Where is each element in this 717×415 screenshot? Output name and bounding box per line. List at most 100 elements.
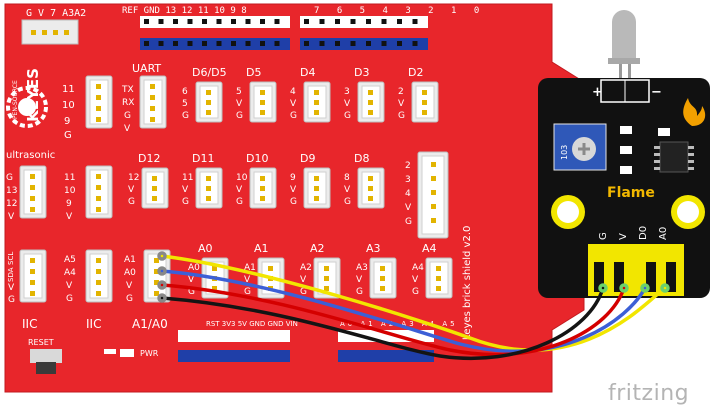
left-top-pins-3: G bbox=[64, 130, 72, 141]
wire-black bbox=[160, 286, 605, 361]
pin-label: A3 bbox=[356, 263, 368, 273]
jack-d3 bbox=[357, 81, 385, 123]
pin-label: G bbox=[344, 197, 351, 207]
jack-header-d11: D11 bbox=[192, 152, 214, 165]
pin-label: G bbox=[236, 111, 243, 121]
header-pin bbox=[274, 19, 280, 24]
pin-label: V bbox=[128, 185, 135, 195]
flame-pin-d0: D0 bbox=[638, 226, 649, 240]
header-pin bbox=[304, 19, 309, 24]
flame-module: + − 103 Flame G V D0 bbox=[538, 10, 710, 298]
header-pin bbox=[187, 19, 193, 24]
left-top-pins-2: 9 bbox=[64, 116, 70, 127]
pin-label: 3 bbox=[344, 87, 350, 97]
header-pin bbox=[260, 41, 265, 46]
ultra-pin-1: 13 bbox=[6, 186, 17, 196]
digital-header-b bbox=[300, 16, 428, 50]
fritzing-watermark: fritzing bbox=[608, 381, 690, 406]
pin-label: 12 bbox=[128, 173, 139, 183]
flame-title: Flame bbox=[607, 185, 655, 201]
header-pin bbox=[260, 19, 265, 24]
jack-header-d8: D8 bbox=[354, 152, 369, 165]
potentiometer[interactable] bbox=[553, 123, 607, 171]
left-top-pins-0: 11 bbox=[62, 84, 75, 95]
jack-a4 bbox=[425, 257, 453, 299]
brand-top-label: OPEN-SOURCE bbox=[12, 80, 19, 124]
jack-d10 bbox=[249, 167, 277, 209]
jack-header-a4: A4 bbox=[422, 242, 437, 255]
iic2-pin-1: A4 bbox=[64, 268, 76, 278]
jack-header-d9: D9 bbox=[300, 152, 315, 165]
power-row-label: RST 3V3 5V GND GND VIN bbox=[206, 320, 298, 328]
uart-pin-0: TX bbox=[121, 85, 134, 95]
comparator-ic bbox=[654, 141, 694, 173]
a1a0-pin-2: V bbox=[126, 281, 133, 291]
a1a0-pin-3: G bbox=[126, 294, 133, 304]
header-pin bbox=[381, 19, 387, 24]
header-pin bbox=[158, 41, 164, 46]
header-pin bbox=[144, 19, 149, 24]
jack-header-d6-d5: D6/D5 bbox=[192, 66, 227, 79]
jack-a3 bbox=[369, 257, 397, 299]
iic1-pin-0: SDA bbox=[7, 267, 15, 282]
pin-label: G bbox=[412, 287, 419, 297]
side-pin-4: G bbox=[405, 217, 412, 227]
pin-label: V bbox=[398, 99, 405, 109]
digital-row-b-label: 7 6 5 4 3 2 1 0 bbox=[314, 6, 485, 16]
iic2-label: IIC bbox=[86, 317, 101, 331]
jack-header-d4: D4 bbox=[300, 66, 315, 79]
uart-pin-1: RX bbox=[122, 98, 134, 108]
wires bbox=[157, 251, 670, 361]
pin-label: 5 bbox=[236, 87, 242, 97]
top-header-label: G V 7 A3A2 bbox=[26, 8, 86, 19]
ultra-pin-0: G bbox=[6, 173, 13, 183]
pin-label: 8 bbox=[344, 173, 350, 183]
svg-text:−: − bbox=[651, 85, 662, 100]
header-pin bbox=[158, 19, 164, 24]
pwr-label: PWR bbox=[140, 349, 159, 358]
ultra2-pin-3: V bbox=[66, 212, 73, 222]
pin-label: V bbox=[344, 99, 351, 109]
pin-label: V bbox=[356, 275, 363, 285]
jack-d12 bbox=[141, 167, 169, 209]
jack-header-a1: A1 bbox=[254, 242, 269, 255]
ultra-pin-3: V bbox=[8, 212, 15, 222]
pin-label: G bbox=[128, 197, 135, 207]
ultra-pin-2: 12 bbox=[6, 199, 17, 209]
shield-serial: keyes brick shield v2.0 bbox=[462, 226, 473, 340]
jack-d11 bbox=[195, 167, 223, 209]
digital-row-a-label: REF GND 13 12 11 10 9 8 bbox=[122, 6, 247, 16]
brand-label: KEYES bbox=[24, 68, 42, 122]
svg-text:+: + bbox=[592, 85, 603, 100]
flame-pin-g: G bbox=[598, 232, 609, 240]
header-pin bbox=[350, 41, 356, 46]
pin-label: A2 bbox=[300, 263, 312, 273]
jack-header-d5: D5 bbox=[246, 66, 261, 79]
jack-header-d2: D2 bbox=[408, 66, 423, 79]
wire-yellow bbox=[160, 254, 667, 352]
pin-label: V bbox=[236, 99, 243, 109]
flame-sensor-led bbox=[608, 10, 640, 90]
header-pin bbox=[187, 41, 193, 46]
header-pin bbox=[173, 19, 178, 24]
header-pin bbox=[144, 41, 149, 46]
pot-code: 103 bbox=[560, 145, 569, 160]
iic2-pin-3: G bbox=[66, 294, 73, 304]
header-pin bbox=[245, 19, 251, 24]
a1a0-pin-1: A0 bbox=[124, 268, 136, 278]
side-pin-2: 4 bbox=[405, 189, 411, 199]
pin-label: G bbox=[244, 287, 251, 297]
side-pin-3: V bbox=[405, 203, 412, 213]
pin-label: A4 bbox=[412, 263, 424, 273]
iic2-pin-0: A5 bbox=[64, 255, 76, 265]
pin-label: G bbox=[398, 111, 405, 121]
header-pin bbox=[319, 19, 325, 24]
header-pin bbox=[366, 41, 371, 46]
jack-header-d12: D12 bbox=[138, 152, 160, 165]
uart-pin-3: V bbox=[124, 124, 131, 134]
pin-label: 6 bbox=[182, 87, 188, 97]
a1a0-pin-0: A1 bbox=[124, 255, 136, 265]
header-pin bbox=[319, 41, 325, 46]
header-pin bbox=[412, 19, 418, 24]
reset-button[interactable] bbox=[30, 349, 62, 374]
